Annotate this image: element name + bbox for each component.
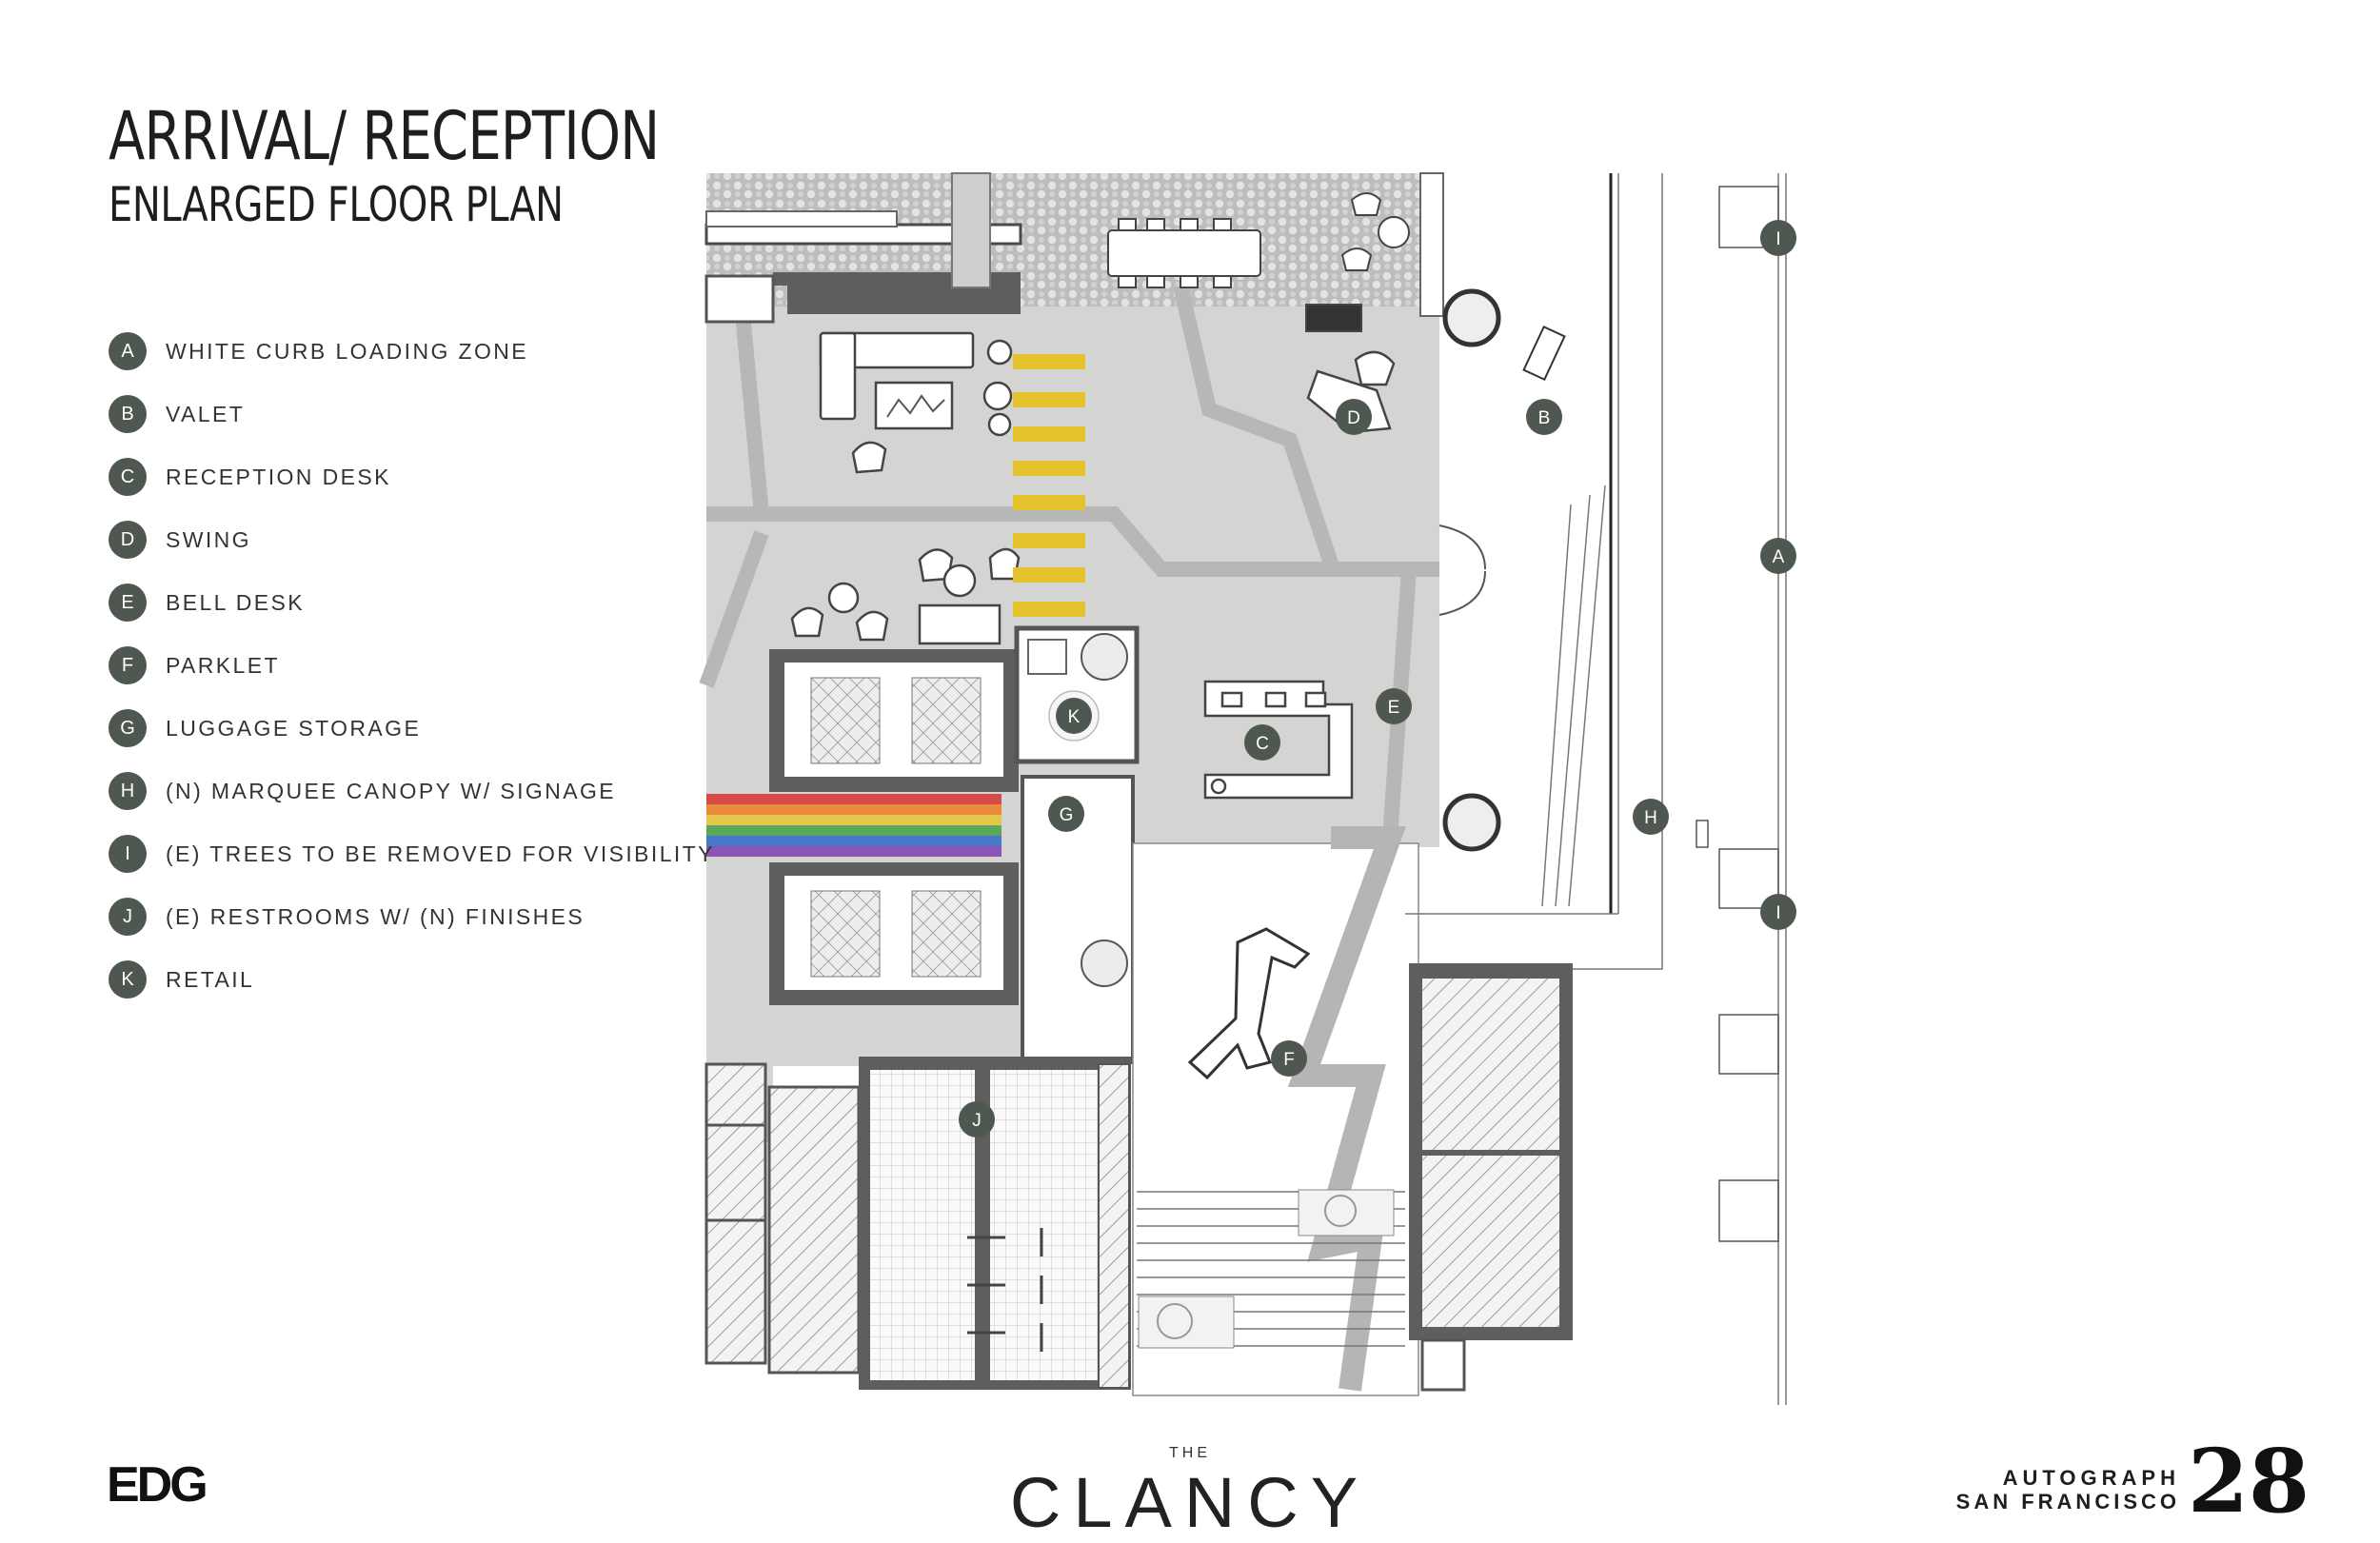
plan-tag-h: H [1633, 799, 1669, 835]
plan-walkway-lines [699, 284, 1439, 839]
plan-lounge-upper [790, 331, 1396, 645]
plan-tag-d: D [1336, 399, 1372, 435]
plan-parklet [1132, 826, 1419, 1396]
legend-item-c: C RECEPTION DESK [109, 445, 715, 508]
svg-text:K: K [1068, 707, 1081, 727]
legend-label: BELL DESK [166, 589, 306, 615]
plan-planters [1442, 288, 1566, 852]
plan-retail-room [1014, 625, 1140, 764]
page-title: ARRIVAL/ RECEPTION [109, 97, 660, 175]
edg-logo: EDG [107, 1457, 208, 1513]
legend-label: RETAIL [166, 966, 255, 992]
legend-badge: A [109, 332, 147, 370]
legend-badge: E [109, 584, 147, 622]
plan-tag-a: A [1760, 538, 1796, 574]
svg-text:F: F [1283, 1050, 1295, 1070]
plan-top-counters [704, 172, 1444, 324]
legend-item-i: I (E) TREES TO BE REMOVED FOR VISIBILITY [109, 822, 715, 885]
brand-logo: CLANCY [1009, 1463, 1371, 1542]
svg-text:J: J [972, 1111, 982, 1131]
svg-text:D: D [1347, 408, 1360, 428]
plan-street-lines [1405, 173, 1787, 1405]
city-text: SAN FRANCISCO [1955, 1490, 2180, 1513]
legend-item-b: B VALET [109, 383, 715, 445]
svg-text:H: H [1644, 808, 1657, 828]
autograph-number-logo: 28 [2188, 1430, 2311, 1533]
plan-tag-i-top: I [1760, 220, 1796, 256]
legend-label: (E) TREES TO BE REMOVED FOR VISIBILITY [166, 841, 715, 866]
page-subtitle: ENLARGED FLOOR PLAN [109, 177, 564, 232]
legend-item-g: G LUGGAGE STORAGE [109, 697, 715, 760]
plan-right-building [1409, 963, 1573, 1392]
plan-tag-b: B [1526, 399, 1562, 435]
plan-reception-desk [1203, 680, 1354, 800]
legend-item-j: J (E) RESTROOMS W/ (N) FINISHES [109, 885, 715, 948]
legend-item-f: F PARKLET [109, 634, 715, 697]
plan-tag-c: C [1244, 724, 1280, 761]
autograph-text: AUTOGRAPH [2002, 1466, 2180, 1490]
legend-label: VALET [166, 401, 246, 426]
legend-item-k: K RETAIL [109, 948, 715, 1011]
plan-lower-left-rooms [704, 1062, 861, 1375]
plan-tag-j: J [959, 1101, 995, 1137]
legend-label: WHITE CURB LOADING ZONE [166, 338, 529, 364]
plan-crosswalk [1013, 354, 1085, 617]
legend-badge: C [109, 458, 147, 496]
legend-item-d: D SWING [109, 508, 715, 571]
plan-restrooms [859, 1057, 1131, 1390]
legend-badge: B [109, 395, 147, 433]
legend-item-e: E BELL DESK [109, 571, 715, 634]
plan-tag-i-bottom: I [1760, 894, 1796, 930]
legend-badge: K [109, 960, 147, 999]
svg-text:B: B [1538, 408, 1551, 428]
plan-elevator-core [769, 649, 1019, 1005]
legend-badge: J [109, 898, 147, 936]
svg-text:G: G [1060, 805, 1074, 825]
plan-rainbow-walkway [706, 794, 1002, 857]
legend-item-h: H (N) MARQUEE CANOPY W/ SIGNAGE [109, 760, 715, 822]
plan-dining-table [1107, 192, 1410, 332]
svg-text:E: E [1388, 698, 1400, 718]
svg-text:C: C [1256, 734, 1269, 754]
legend-badge: G [109, 709, 147, 747]
legend-label: (N) MARQUEE CANOPY W/ SIGNAGE [166, 778, 616, 803]
legend-badge: H [109, 772, 147, 810]
legend-item-a: A WHITE CURB LOADING ZONE [109, 320, 715, 383]
brand-small-text: THE [1169, 1445, 1211, 1461]
plan-tag-f: F [1271, 1040, 1307, 1077]
svg-text:I: I [1775, 903, 1780, 923]
legend-badge: F [109, 646, 147, 684]
legend-badge: D [109, 521, 147, 559]
svg-text:I: I [1775, 229, 1780, 249]
plan-tag-g: G [1048, 796, 1084, 832]
svg-text:A: A [1773, 547, 1785, 567]
legend-badge: I [109, 835, 147, 873]
legend-label: LUGGAGE STORAGE [166, 715, 422, 741]
legend-label: (E) RESTROOMS W/ (N) FINISHES [166, 903, 585, 929]
plan-tag-k: K [1056, 698, 1092, 734]
legend-label: SWING [166, 526, 251, 552]
plan-tag-e: E [1376, 688, 1412, 724]
legend-label: RECEPTION DESK [166, 464, 391, 489]
legend: A WHITE CURB LOADING ZONE B VALET C RECE… [109, 320, 715, 1011]
plan-entry-doors [1438, 524, 1486, 616]
legend-label: PARKLET [166, 652, 280, 678]
